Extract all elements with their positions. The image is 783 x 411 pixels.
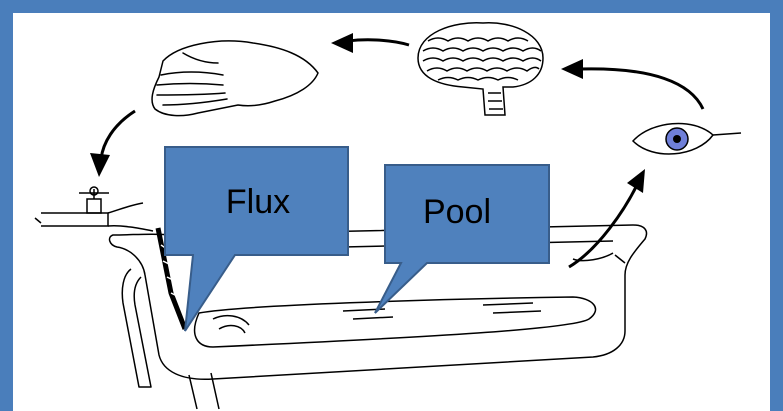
arrow-eye-to-brain — [579, 69, 703, 109]
faucet-icon — [35, 187, 153, 231]
arrow-brain-to-hand — [349, 40, 409, 45]
brain-icon — [418, 23, 543, 115]
arrowhead-faucet — [90, 153, 110, 177]
callout-pool: Pool — [375, 165, 549, 313]
arrowhead-brain — [561, 59, 583, 79]
callout-flux-label: Flux — [226, 183, 290, 221]
diagram-canvas: Flux Pool — [13, 13, 770, 411]
arrow-hand-to-faucet — [101, 111, 135, 159]
arrowhead-hand — [331, 33, 353, 53]
callout-pool-label: Pool — [423, 193, 491, 231]
feedback-loop-diagram: Flux Pool — [13, 13, 770, 411]
eye-icon — [633, 124, 741, 154]
hand-icon — [152, 41, 318, 116]
